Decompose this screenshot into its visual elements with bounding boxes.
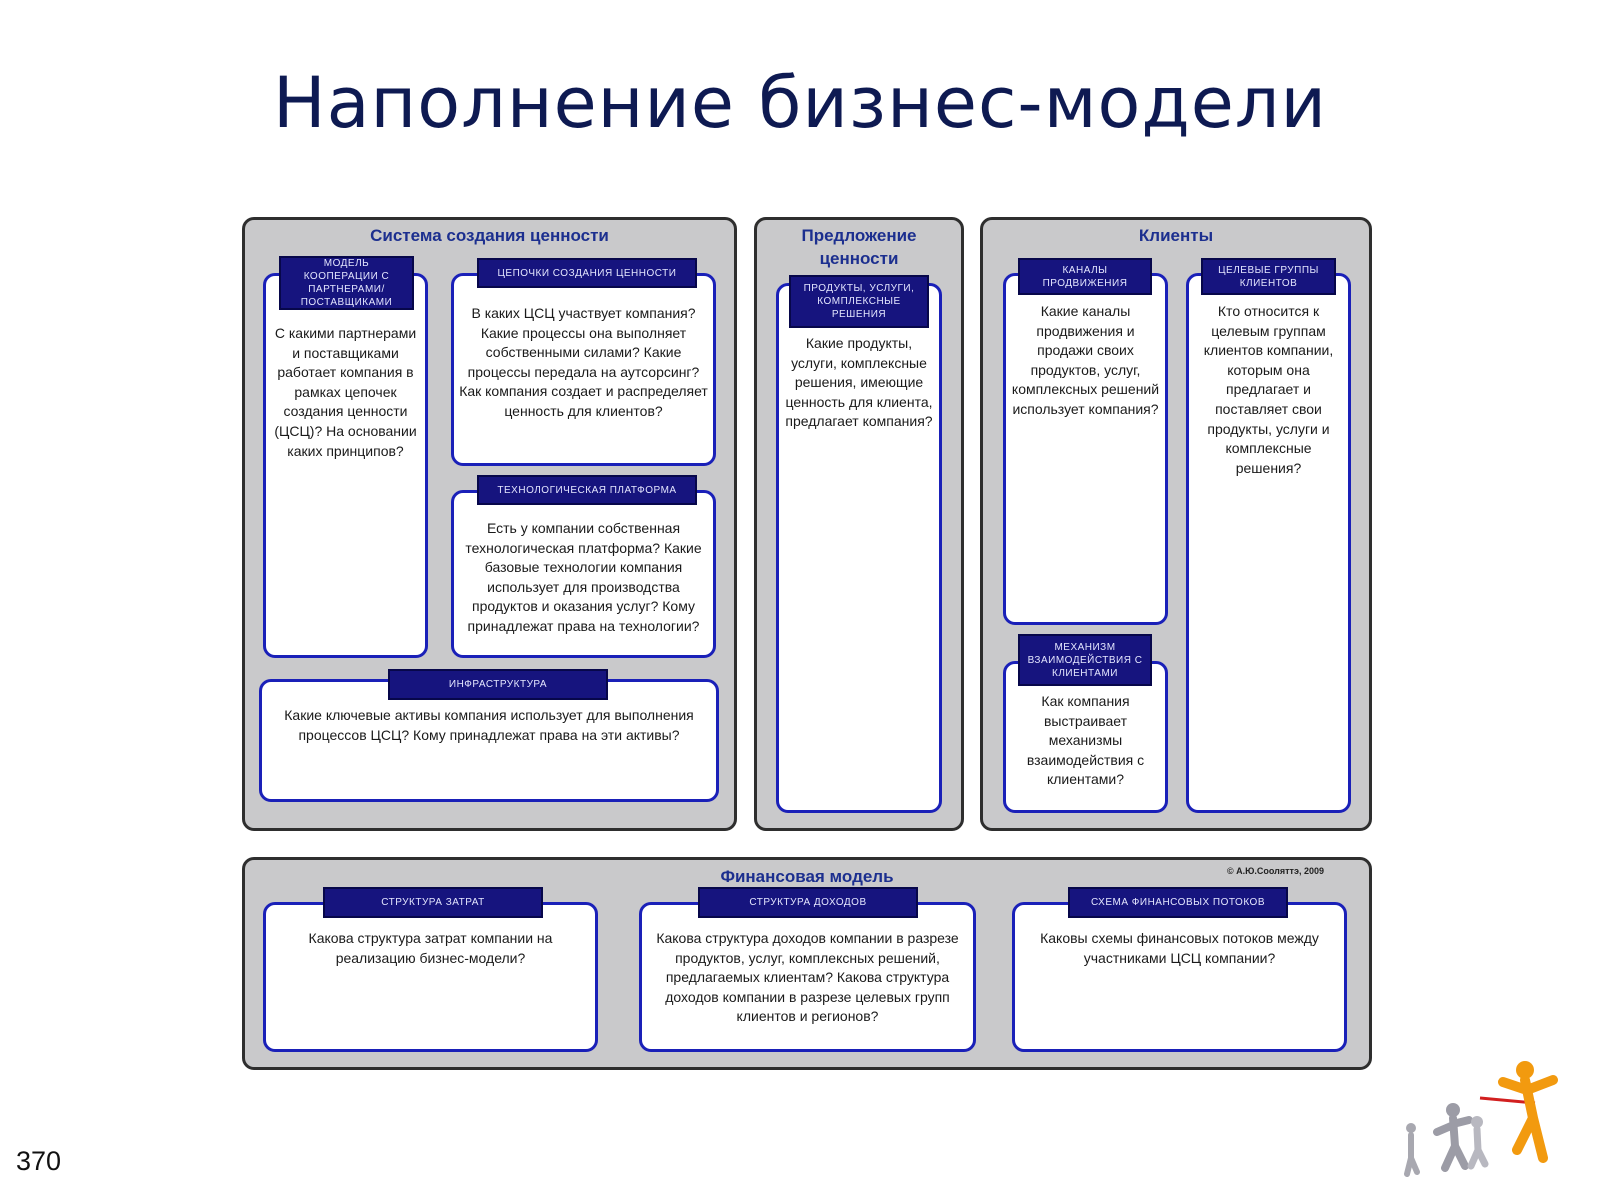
chains-question: В каких ЦСЦ участвует компания? Какие пр… xyxy=(459,305,708,419)
platform-question: Есть у компании собственная технологичес… xyxy=(465,520,702,634)
products-question: Какие продукты, услуги, комплексные реше… xyxy=(785,335,933,430)
channels-question: Какие каналы продвижения и продажи своих… xyxy=(1011,303,1160,417)
value-proposition-title: Предложение ценности xyxy=(801,226,917,268)
runners-illustration xyxy=(1385,1058,1585,1198)
segments-question: Кто относится к целевым группам клиентов… xyxy=(1203,303,1334,476)
copyright-note: © А.Ю.Сооляттэ, 2009 xyxy=(1227,866,1324,876)
cooperation-question: С какими партнерами и поставщиками работ… xyxy=(274,325,417,459)
costs-question: Какова структура затрат компании на реал… xyxy=(308,930,553,966)
flows-question: Каковы схемы финансовых потоков между уч… xyxy=(1040,930,1319,966)
cooperation-box: С какими партнерами и поставщиками работ… xyxy=(263,273,428,658)
page-title: Наполнение бизнес-модели xyxy=(272,62,1328,144)
chains-box: В каких ЦСЦ участвует компания? Какие пр… xyxy=(451,273,716,466)
infrastructure-question: Какие ключевые активы компания используе… xyxy=(284,707,694,743)
flows-box: Каковы схемы финансовых потоков между уч… xyxy=(1012,902,1347,1052)
interaction-question: Как компания выстраивает механизмы взаим… xyxy=(1026,693,1145,788)
revenue-box: Какова структура доходов компании в разр… xyxy=(639,902,976,1052)
costs-tag: Структура затрат xyxy=(323,887,543,918)
revenue-tag: Структура доходов xyxy=(698,887,918,918)
costs-box: Какова структура затрат компании на реал… xyxy=(263,902,598,1052)
clients-title: Клиенты xyxy=(1138,226,1214,245)
chains-tag: Цепочки создания ценности xyxy=(477,258,697,288)
channels-tag: Каналы продвижения xyxy=(1018,258,1152,295)
products-tag: Продукты, услуги, комплексные решения xyxy=(789,275,929,328)
page-number: 370 xyxy=(16,1146,62,1176)
interaction-tag: Механизм взаимодействия с клиентами xyxy=(1018,634,1152,686)
financial-title: Финансовая модель xyxy=(720,867,894,886)
segments-box: Кто относится к целевым группам клиентов… xyxy=(1186,273,1351,813)
channels-box: Какие каналы продвижения и продажи своих… xyxy=(1003,273,1168,625)
value-system-title: Система создания ценности xyxy=(370,226,609,245)
platform-tag: Технологическая платформа xyxy=(477,475,697,505)
flows-tag: Схема финансовых потоков xyxy=(1068,887,1288,918)
products-box: Какие продукты, услуги, комплексные реше… xyxy=(776,283,942,813)
segments-tag: Целевые группы клиентов xyxy=(1201,258,1336,295)
infrastructure-tag: Инфраструктура xyxy=(388,669,608,700)
platform-box: Есть у компании собственная технологичес… xyxy=(451,490,716,658)
runners-icon xyxy=(1404,1061,1558,1177)
cooperation-tag: Модель кооперации с партнерами/ поставщи… xyxy=(279,256,414,310)
revenue-question: Какова структура доходов компании в разр… xyxy=(656,930,959,1025)
